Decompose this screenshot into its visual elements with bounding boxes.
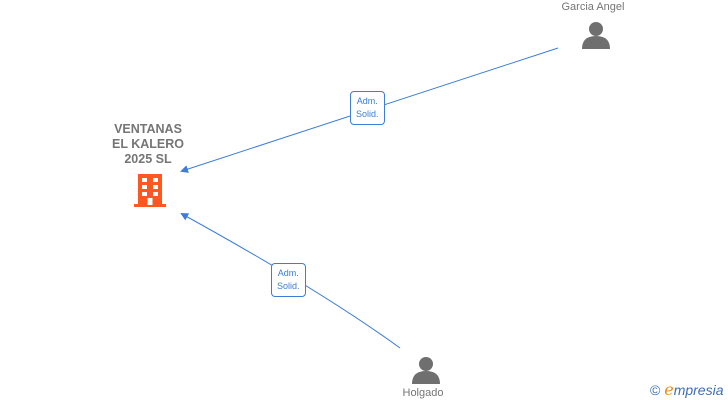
relation-label-line: Solid.	[277, 281, 300, 291]
relation-label-line: Adm.	[277, 268, 299, 278]
brand-rest: mpresia	[673, 382, 724, 398]
relation-label-line: Solid.	[356, 109, 379, 119]
person-icon[interactable]	[581, 21, 611, 49]
company-name-line: VENTANAS	[114, 122, 182, 136]
company-name-line: 2025 SL	[124, 152, 172, 166]
relation-label-line: Adm.	[356, 96, 378, 106]
person-name[interactable]: Holgado	[402, 387, 444, 399]
person-icon[interactable]	[411, 356, 441, 384]
empresia-watermark: © empresia	[650, 380, 723, 399]
relation-label[interactable]: Adm. Solid.	[350, 91, 385, 125]
relation-label[interactable]: Adm. Solid.	[271, 263, 306, 297]
brand-initial: e	[664, 380, 674, 399]
company-name[interactable]: VENTANAS EL KALERO 2025 SL	[100, 122, 196, 167]
person-name[interactable]: Garcia Angel	[561, 1, 625, 13]
company-name-line: EL KALERO	[112, 137, 184, 151]
copyright-icon: ©	[650, 382, 661, 398]
building-icon[interactable]	[133, 172, 167, 208]
